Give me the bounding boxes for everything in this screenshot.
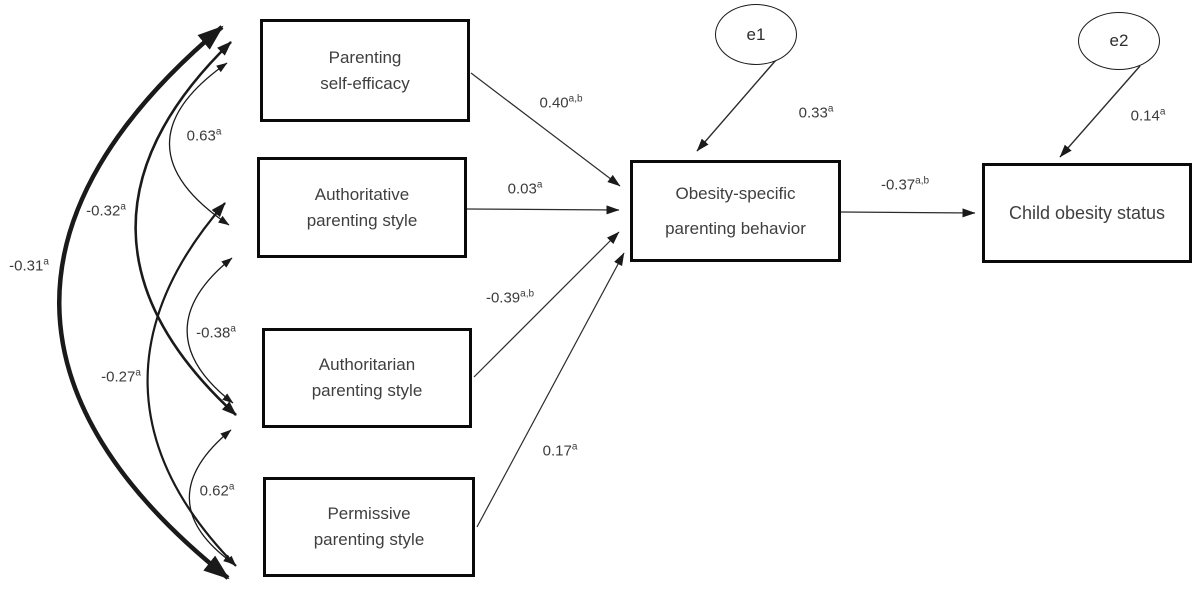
coef-sup: a,b: [915, 175, 930, 187]
corr-label-pse-authoritative: 0.63a: [186, 126, 222, 145]
coef-value: 0.63: [186, 127, 216, 145]
path-arrow-e1-to-ospb: [696, 59, 777, 152]
coef-value: 0.03: [507, 180, 537, 198]
coef-sup: a: [120, 201, 126, 213]
coef-sup: a: [230, 323, 236, 335]
coef-value: 0.40: [539, 94, 569, 112]
node-parenting-self-efficacy: Parenting self-efficacy: [260, 19, 470, 122]
coef-sup: a: [827, 103, 834, 115]
coef-label-permissive-to-ospb: 0.17a: [542, 441, 578, 460]
node-label-line: self-efficacy: [320, 73, 410, 93]
coef-value: -0.32: [86, 202, 121, 220]
node-label-line: parenting behavior: [665, 219, 806, 238]
node-authoritative-parenting-style: Authoritative parenting style: [257, 157, 467, 258]
coef-label-pse-to-ospb: 0.40a,b: [539, 93, 583, 112]
node-label-line: Parenting: [328, 47, 402, 67]
path-arrow-authoritative-to-ospb: [466, 205, 620, 215]
coef-label-authoritative-to-ospb: 0.03a: [507, 179, 543, 198]
coef-sup: a: [228, 481, 235, 493]
coef-sup: a: [43, 256, 49, 268]
coef-sup: a: [1159, 106, 1166, 118]
coef-sup: a: [215, 126, 222, 138]
corr-label-authoritative-authoritarian: -0.38a: [196, 323, 236, 342]
corr-label-pse-permissive: -0.31a: [9, 256, 49, 275]
node-obesity-specific-parenting-behavior: Obesity-specific parenting behavior: [630, 160, 841, 262]
coef-value: -0.27: [101, 368, 136, 386]
node-label-line: Permissive: [327, 504, 411, 523]
node-child-obesity-status: Child obesity status: [982, 163, 1192, 263]
coef-value: -0.37: [880, 176, 916, 194]
coef-value: 0.62: [199, 482, 229, 500]
coef-sup: a: [536, 179, 543, 191]
coef-label-e1-to-ospb: 0.33a: [798, 103, 834, 122]
node-label-line: parenting style: [311, 381, 423, 400]
coef-sup: a,b: [520, 288, 535, 300]
coef-value: -0.39: [485, 289, 521, 307]
node-label-line: Authoritarian: [318, 355, 416, 374]
node-label-line: parenting style: [306, 210, 418, 230]
coef-sup: a,b: [568, 93, 583, 105]
path-arrow-permissive-to-ospb: [476, 252, 625, 528]
path-arrow-e2-to-child-obesity: [1059, 65, 1141, 158]
corr-arc-pse-permissive: [57, 25, 230, 580]
coef-label-ospb-to-child-obesity: -0.37a,b: [880, 175, 930, 194]
node-label-line: Child obesity status: [1008, 203, 1166, 223]
corr-arc-pse-authoritarian: [134, 41, 237, 416]
node-error-term-e1: e1: [715, 4, 797, 65]
corr-label-authoritative-permissive: -0.27a: [101, 367, 141, 386]
coef-value: 0.17: [542, 442, 572, 460]
node-label-line: Authoritative: [314, 184, 410, 204]
node-authoritarian-parenting-style: Authoritarian parenting style: [262, 328, 472, 428]
node-permissive-parenting-style: Permissive parenting style: [263, 477, 475, 577]
node-error-term-e2: e2: [1078, 12, 1160, 70]
path-arrow-authoritarian-to-ospb: [473, 231, 620, 378]
coef-sup: a: [571, 441, 578, 453]
path-arrow-pse-to-ospb: [470, 72, 621, 187]
error-label: e1: [746, 24, 766, 44]
coef-label-authoritarian-to-ospb: -0.39a,b: [485, 288, 535, 307]
path-arrow-ospb-to-child-obesity: [840, 208, 976, 218]
coef-value: -0.38: [196, 324, 231, 342]
corr-arc-authoritative-permissive: [146, 202, 237, 567]
error-label: e2: [1109, 31, 1129, 50]
node-label-line: parenting style: [313, 530, 425, 549]
coef-value: 0.14: [1130, 107, 1160, 125]
node-label-line: Obesity-specific: [675, 184, 796, 203]
coef-sup: a: [135, 367, 141, 379]
corr-label-authoritarian-permissive: 0.62a: [199, 481, 235, 500]
coef-value: -0.31: [9, 257, 44, 275]
coef-label-e2-to-child-obesity: 0.14a: [1130, 106, 1166, 125]
corr-label-pse-authoritarian: -0.32a: [86, 201, 126, 220]
coef-value: 0.33: [798, 104, 828, 122]
